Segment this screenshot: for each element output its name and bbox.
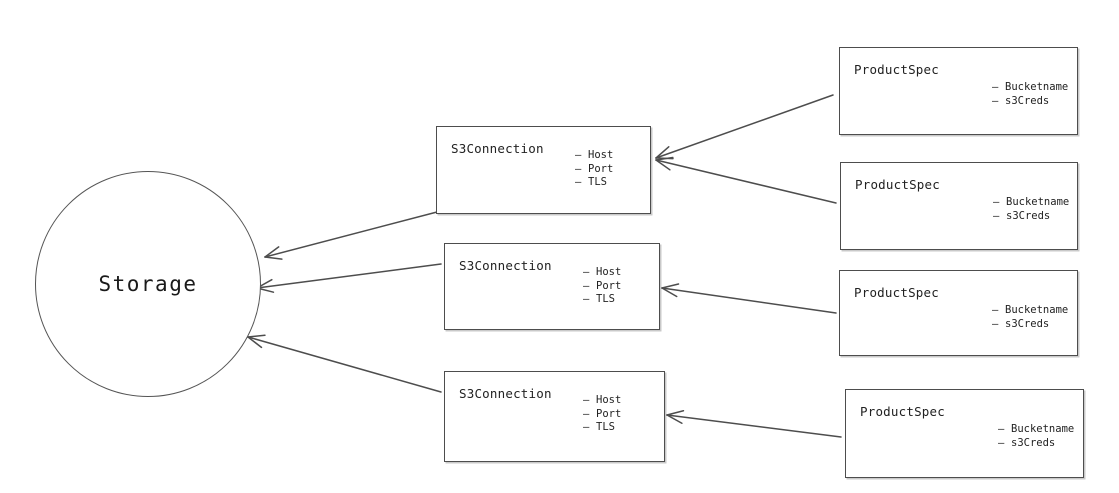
arrowhead-stroke-1 xyxy=(666,409,685,416)
arrowhead-stroke-2 xyxy=(661,287,678,298)
s3connection-box-2[interactable]: S3Connection–Host–Port–TLS xyxy=(444,243,660,330)
arrowhead-stroke-1 xyxy=(655,146,670,159)
productspec-attribute-label: s3Creds xyxy=(1005,94,1050,107)
s3connection-attribute-label: Host xyxy=(588,149,614,161)
bullet-dash-icon: – xyxy=(583,407,590,420)
arrow-conn3-to-storage xyxy=(247,334,442,393)
storage-label: Storage xyxy=(98,272,198,296)
bullet-dash-icon: – xyxy=(992,94,999,107)
s3connection-title: S3Connection xyxy=(459,386,552,401)
productspec-box-4[interactable]: ProductSpec–Bucketname–s3Creds xyxy=(845,389,1084,478)
s3connection-attribute: –Port xyxy=(583,280,621,294)
productspec-attribute-list: –Bucketname–s3Creds xyxy=(998,423,1074,450)
productspec-attribute-label: Bucketname xyxy=(1005,304,1069,316)
productspec-attribute: –s3Creds xyxy=(992,95,1068,109)
productspec-attribute: –s3Creds xyxy=(998,437,1074,451)
bullet-dash-icon: – xyxy=(583,293,590,305)
s3connection-attribute: –Host xyxy=(583,266,621,280)
productspec-box-2[interactable]: ProductSpec–Bucketname–s3Creds xyxy=(840,162,1078,250)
productspec-attribute: –Bucketname xyxy=(992,304,1068,318)
bullet-dash-icon: – xyxy=(583,266,590,278)
s3connection-attribute: –Port xyxy=(583,408,621,422)
bullet-dash-icon: – xyxy=(992,317,999,330)
productspec-attribute-label: Bucketname xyxy=(1006,196,1070,208)
arrowhead-stroke-1 xyxy=(264,246,280,258)
arrow-spec1-to-conn1 xyxy=(655,94,834,160)
bullet-dash-icon: – xyxy=(998,436,1005,449)
s3connection-attribute-list: –Host–Port–TLS xyxy=(583,394,621,435)
bullet-dash-icon: – xyxy=(998,423,1005,435)
bullet-dash-icon: – xyxy=(575,149,582,161)
bullet-dash-icon: – xyxy=(575,176,582,188)
s3connection-attribute-label: Port xyxy=(588,162,614,175)
productspec-attribute: –Bucketname xyxy=(998,423,1074,437)
bullet-dash-icon: – xyxy=(583,279,590,292)
s3connection-attribute-label: TLS xyxy=(596,293,615,305)
s3connection-attribute-list: –Host–Port–TLS xyxy=(575,149,613,190)
bullet-dash-icon: – xyxy=(583,421,590,433)
productspec-attribute-list: –Bucketname–s3Creds xyxy=(993,196,1069,223)
s3connection-attribute-label: Host xyxy=(596,394,622,406)
arrow-conn2-to-storage xyxy=(256,263,442,293)
productspec-title: ProductSpec xyxy=(860,404,945,419)
bullet-dash-icon: – xyxy=(992,81,999,93)
arrowhead-stroke-1 xyxy=(655,156,674,161)
s3connection-attribute: –Port xyxy=(575,163,613,177)
arrowhead-stroke-2 xyxy=(264,256,283,260)
productspec-title: ProductSpec xyxy=(854,62,939,77)
arrowhead-stroke-1 xyxy=(661,283,680,289)
bullet-dash-icon: – xyxy=(993,196,1000,208)
productspec-attribute-label: s3Creds xyxy=(1006,209,1051,222)
productspec-attribute-label: Bucketname xyxy=(1005,81,1069,93)
arrow-spec2-to-conn1 xyxy=(655,156,837,204)
s3connection-box-3[interactable]: S3Connection–Host–Port–TLS xyxy=(444,371,665,462)
arrowhead-stroke-2 xyxy=(247,336,263,349)
productspec-attribute: –s3Creds xyxy=(992,318,1068,332)
productspec-attribute-list: –Bucketname–s3Creds xyxy=(992,81,1068,108)
s3connection-attribute-label: TLS xyxy=(596,421,615,433)
arrowhead-stroke-2 xyxy=(655,157,674,160)
productspec-title: ProductSpec xyxy=(855,177,940,192)
s3connection-attribute: –TLS xyxy=(575,176,613,190)
arrow-spec3-to-conn2 xyxy=(661,283,837,314)
arrowhead-stroke-2 xyxy=(666,414,683,424)
s3connection-attribute-label: Host xyxy=(596,266,622,278)
s3connection-attribute: –TLS xyxy=(583,421,621,435)
productspec-attribute: –s3Creds xyxy=(993,210,1069,224)
bullet-dash-icon: – xyxy=(993,209,1000,222)
arrow-spec4-to-conn3 xyxy=(666,409,842,438)
s3connection-attribute: –Host xyxy=(575,149,613,163)
storage-node[interactable]: Storage xyxy=(35,171,261,397)
bullet-dash-icon: – xyxy=(583,394,590,406)
s3connection-attribute-label: TLS xyxy=(588,176,607,188)
arrowhead-stroke-1 xyxy=(247,334,266,338)
productspec-attribute: –Bucketname xyxy=(992,81,1068,95)
productspec-attribute-label: s3Creds xyxy=(1005,317,1050,330)
productspec-box-3[interactable]: ProductSpec–Bucketname–s3Creds xyxy=(839,270,1078,356)
s3connection-attribute-label: Port xyxy=(596,407,622,420)
s3connection-attribute-label: Port xyxy=(596,279,622,292)
s3connection-attribute-list: –Host–Port–TLS xyxy=(583,266,621,307)
bullet-dash-icon: – xyxy=(992,304,999,316)
productspec-attribute-list: –Bucketname–s3Creds xyxy=(992,304,1068,331)
arrowhead-stroke-2 xyxy=(655,159,671,171)
s3connection-box-1[interactable]: S3Connection–Host–Port–TLS xyxy=(436,126,651,214)
productspec-title: ProductSpec xyxy=(854,285,939,300)
productspec-attribute: –Bucketname xyxy=(993,196,1069,210)
productspec-attribute-label: Bucketname xyxy=(1011,423,1075,435)
productspec-attribute-label: s3Creds xyxy=(1011,436,1056,449)
s3connection-attribute: –Host xyxy=(583,394,621,408)
productspec-box-1[interactable]: ProductSpec–Bucketname–s3Creds xyxy=(839,47,1078,135)
s3connection-attribute: –TLS xyxy=(583,293,621,307)
s3connection-title: S3Connection xyxy=(451,141,544,156)
s3connection-title: S3Connection xyxy=(459,258,552,273)
bullet-dash-icon: – xyxy=(575,162,582,175)
arrow-conn1-to-storage xyxy=(264,211,438,260)
